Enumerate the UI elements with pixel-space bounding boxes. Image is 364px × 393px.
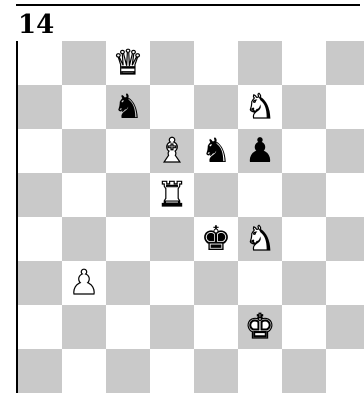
square-b3[interactable]: ♟: [62, 261, 106, 305]
square-e7[interactable]: [194, 85, 238, 129]
square-b4[interactable]: [62, 217, 106, 261]
square-f3[interactable]: [238, 261, 282, 305]
square-d2[interactable]: [150, 305, 194, 349]
square-d4[interactable]: [150, 217, 194, 261]
square-f4[interactable]: ♞: [238, 217, 282, 261]
square-a8[interactable]: [18, 41, 62, 85]
white-pawn-icon[interactable]: ♟: [69, 266, 99, 300]
square-b1[interactable]: [62, 349, 106, 393]
square-a5[interactable]: [18, 173, 62, 217]
square-g4[interactable]: [282, 217, 326, 261]
square-a3[interactable]: [18, 261, 62, 305]
square-g6[interactable]: [282, 129, 326, 173]
square-b8[interactable]: [62, 41, 106, 85]
square-d8[interactable]: [150, 41, 194, 85]
square-a1[interactable]: [18, 349, 62, 393]
square-g7[interactable]: [282, 85, 326, 129]
black-pawn-icon[interactable]: ♟: [245, 134, 275, 168]
square-a6[interactable]: [18, 129, 62, 173]
white-knight-icon[interactable]: ♞: [245, 222, 275, 256]
square-b6[interactable]: [62, 129, 106, 173]
square-c7[interactable]: ♞: [106, 85, 150, 129]
square-g3[interactable]: [282, 261, 326, 305]
square-c5[interactable]: [106, 173, 150, 217]
square-f6[interactable]: ♟: [238, 129, 282, 173]
square-c2[interactable]: [106, 305, 150, 349]
board-frame: ♛ ♞ ♞ ♝ ♞ ♟ ♜ ♚ ♞ ♟ ♚: [16, 41, 364, 393]
square-a2[interactable]: [18, 305, 62, 349]
square-h2[interactable]: [326, 305, 364, 349]
black-knight-icon[interactable]: ♞: [201, 134, 231, 168]
square-e1[interactable]: [194, 349, 238, 393]
square-g8[interactable]: [282, 41, 326, 85]
square-a7[interactable]: [18, 85, 62, 129]
square-f5[interactable]: [238, 173, 282, 217]
square-f1[interactable]: [238, 349, 282, 393]
white-knight-icon[interactable]: ♞: [245, 90, 275, 124]
square-e6[interactable]: ♞: [194, 129, 238, 173]
top-rule: [16, 4, 360, 6]
white-rook-icon[interactable]: ♜: [157, 178, 187, 212]
square-b7[interactable]: [62, 85, 106, 129]
problem-number: 14: [18, 10, 54, 40]
square-g5[interactable]: [282, 173, 326, 217]
square-e4[interactable]: ♚: [194, 217, 238, 261]
black-king-icon[interactable]: ♚: [201, 222, 231, 256]
square-c3[interactable]: [106, 261, 150, 305]
square-h1[interactable]: [326, 349, 364, 393]
square-d1[interactable]: [150, 349, 194, 393]
board-left-edge: [16, 41, 18, 393]
square-g2[interactable]: [282, 305, 326, 349]
square-e8[interactable]: [194, 41, 238, 85]
square-b2[interactable]: [62, 305, 106, 349]
square-e2[interactable]: [194, 305, 238, 349]
square-f2[interactable]: ♚: [238, 305, 282, 349]
square-d6[interactable]: ♝: [150, 129, 194, 173]
square-c4[interactable]: [106, 217, 150, 261]
square-f7[interactable]: ♞: [238, 85, 282, 129]
square-d7[interactable]: [150, 85, 194, 129]
square-c6[interactable]: [106, 129, 150, 173]
square-b5[interactable]: [62, 173, 106, 217]
white-bishop-icon[interactable]: ♝: [157, 134, 187, 168]
chess-board: ♛ ♞ ♞ ♝ ♞ ♟ ♜ ♚ ♞ ♟ ♚: [18, 41, 364, 393]
square-d3[interactable]: [150, 261, 194, 305]
white-king-icon[interactable]: ♚: [245, 310, 275, 344]
square-h8[interactable]: [326, 41, 364, 85]
black-knight-icon[interactable]: ♞: [113, 90, 143, 124]
square-a4[interactable]: [18, 217, 62, 261]
square-g1[interactable]: [282, 349, 326, 393]
square-h5[interactable]: [326, 173, 364, 217]
square-h7[interactable]: [326, 85, 364, 129]
square-h4[interactable]: [326, 217, 364, 261]
square-c8[interactable]: ♛: [106, 41, 150, 85]
square-h6[interactable]: [326, 129, 364, 173]
square-d5[interactable]: ♜: [150, 173, 194, 217]
white-queen-icon[interactable]: ♛: [113, 46, 143, 80]
square-e5[interactable]: [194, 173, 238, 217]
square-e3[interactable]: [194, 261, 238, 305]
square-f8[interactable]: [238, 41, 282, 85]
square-c1[interactable]: [106, 349, 150, 393]
square-h3[interactable]: [326, 261, 364, 305]
